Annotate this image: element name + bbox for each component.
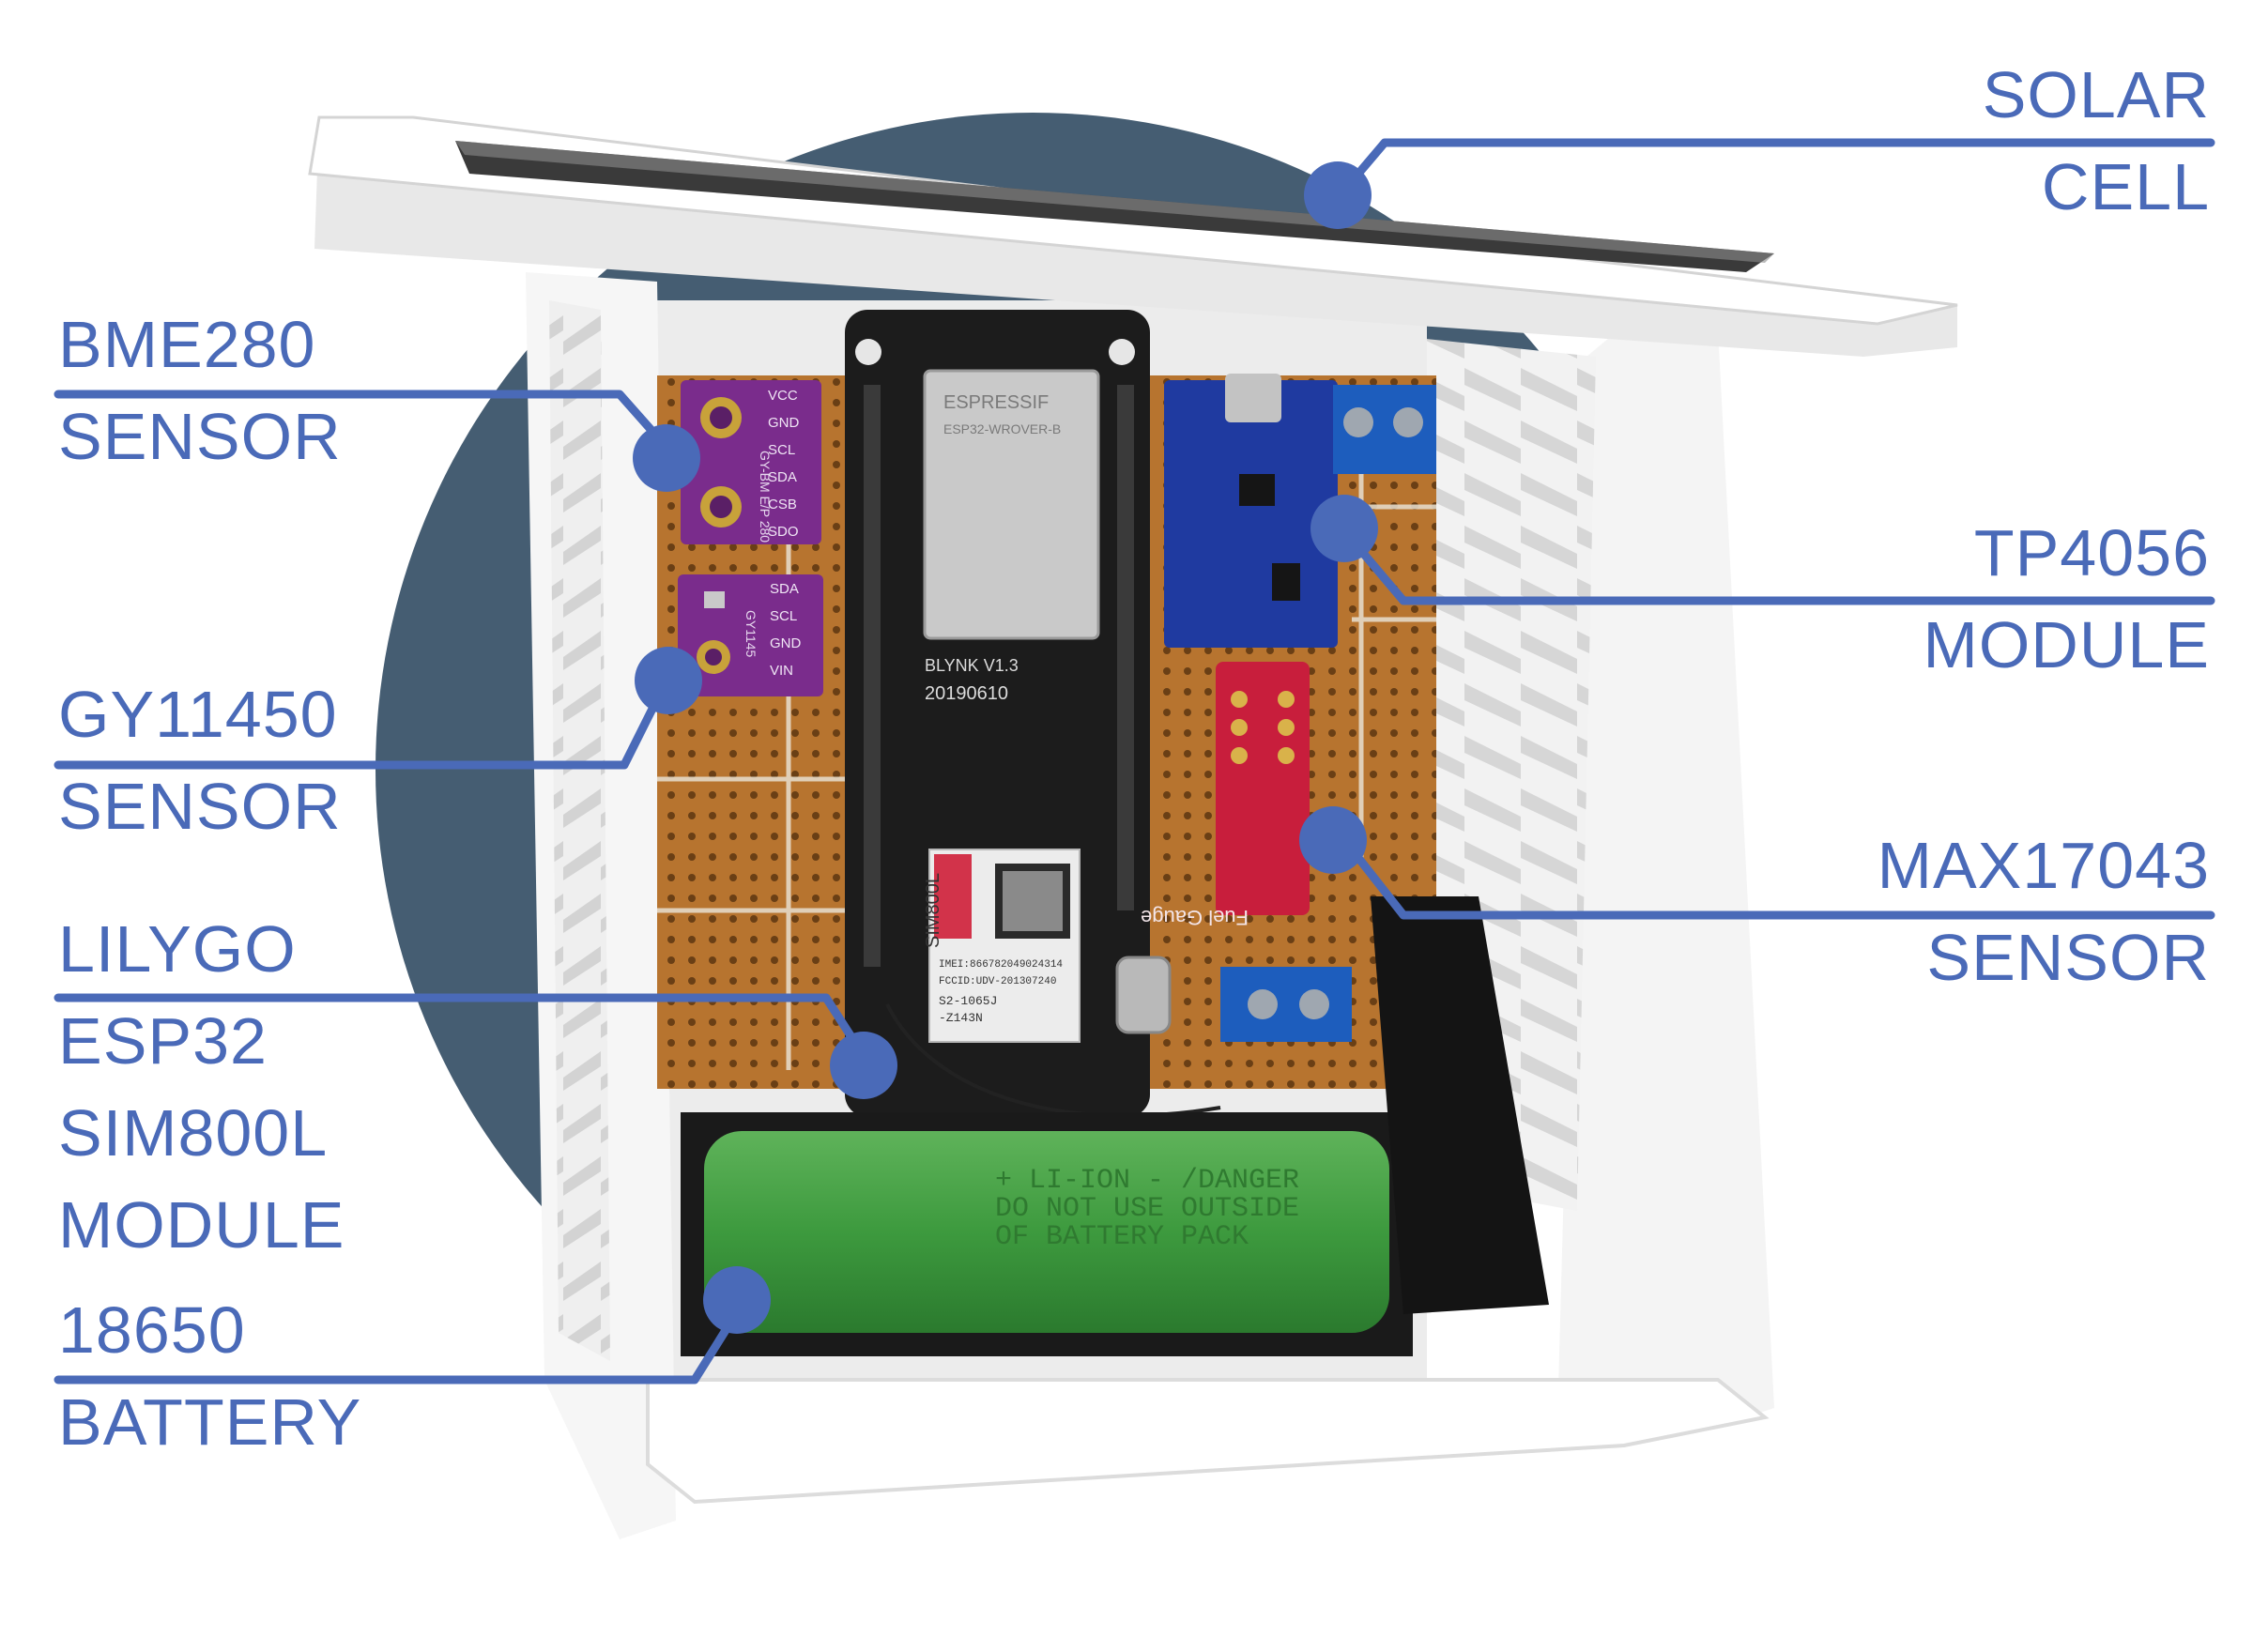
bme280-board: GY-BM E/P 280 VCC GND SCL SDA CSB SDO xyxy=(681,380,821,544)
label-line: MAX17043 xyxy=(1877,829,2210,902)
tp4056-board xyxy=(1164,374,1436,648)
esp32-brand-text: ESPRESSIF xyxy=(943,392,1049,413)
gy1145-pin-label: SCL xyxy=(770,608,797,624)
label-max17043: MAX17043 SENSOR xyxy=(1878,819,2210,1003)
battery-holder: + LI-ION - /DANGER DO NOT USE OUTSIDE OF… xyxy=(681,896,1549,1356)
sim800l-code2: -Z143N xyxy=(939,1011,983,1025)
blynk-text: BLYNK V1.3 xyxy=(925,656,1019,675)
esp32-module-shield xyxy=(923,369,1100,640)
battery-18650 xyxy=(704,1131,1389,1333)
bme280-pin-label: CSB xyxy=(768,497,797,512)
label-line: CELL xyxy=(2041,150,2210,223)
max17043-board: Fuel Gauge xyxy=(1141,662,1352,1042)
leader-dot-bme280 xyxy=(633,424,700,492)
screw-terminal-bottom xyxy=(1220,967,1352,1042)
lilygo-esp32-board: ESPRESSIF ESP32-WROVER-B BLYNK V1.3 2019… xyxy=(845,310,1221,1118)
leader-dot-battery xyxy=(703,1266,771,1334)
bme280-pin-label: SDO xyxy=(768,524,799,540)
bme280-pin-labels: VCC GND SCL SDA CSB SDO xyxy=(768,388,800,540)
bme280-pin-label: SCL xyxy=(768,442,795,458)
gy1145-pin-label: GND xyxy=(770,635,802,651)
sim800l-fcc: FCCID:UDV-201307240 xyxy=(939,976,1056,987)
leader-dot-solar-cell xyxy=(1304,161,1372,229)
gy1145-pin-label: VIN xyxy=(770,663,793,679)
label-line: SENSOR xyxy=(58,400,342,473)
gy1145-pin-labels: SDA SCL GND VIN xyxy=(770,581,802,679)
gy1145-board: GY1145 SDA SCL GND VIN xyxy=(678,574,823,696)
leader-line-tp4056 xyxy=(1347,535,2215,605)
label-line: SENSOR xyxy=(1926,921,2210,994)
leader-dot-max17043 xyxy=(1299,806,1367,874)
label-line: SENSOR xyxy=(58,770,342,843)
label-lilygo: LILYGO ESP32 SIM800L MODULE xyxy=(58,903,345,1271)
bme280-pin-label: GND xyxy=(768,415,800,431)
bme280-pin-label: VCC xyxy=(768,388,798,404)
sim800l-imei: IMEI:866782049024314 xyxy=(939,959,1063,971)
board-date-text: 20190610 xyxy=(925,683,1008,704)
leader-line-max17043 xyxy=(1347,845,2215,920)
label-line: SIM800L xyxy=(58,1096,329,1170)
header-pins-left xyxy=(864,385,881,967)
battery-holder-clip xyxy=(1371,896,1549,1314)
label-line: MODULE xyxy=(1923,608,2210,681)
gy1145-pin-label: SDA xyxy=(770,581,799,597)
label-bme280: BME280 SENSOR xyxy=(58,298,342,482)
label-battery: 18650 BATTERY xyxy=(58,1284,361,1468)
label-line: GY11450 xyxy=(58,678,338,751)
battery-text-2: DO NOT USE OUTSIDE xyxy=(995,1193,1299,1225)
esp32-model-text: ESP32-WROVER-B xyxy=(943,421,1061,436)
bme280-pin-label: SDA xyxy=(768,469,797,485)
label-line: LILYGO xyxy=(58,912,297,986)
label-line: SOLAR xyxy=(1982,58,2210,131)
sim800l-code: S2-1065J xyxy=(939,994,997,1008)
leader-dot-tp4056 xyxy=(1310,495,1378,562)
label-line: 18650 xyxy=(58,1293,246,1367)
leader-dot-gy11450 xyxy=(635,647,702,714)
usb-c-port xyxy=(1115,956,1172,1034)
fuel-gauge-text: Fuel Gauge xyxy=(1141,906,1249,929)
enclosure-bottom-rim xyxy=(646,1378,1770,1505)
label-line: TP4056 xyxy=(1973,516,2210,589)
label-tp4056: TP4056 MODULE xyxy=(1923,507,2210,691)
label-solar-cell: SOLAR CELL xyxy=(1983,49,2210,233)
gy1145-board-id: GY1145 xyxy=(743,610,759,658)
enclosure-left-vents xyxy=(549,300,610,1361)
label-line: BATTERY xyxy=(58,1385,362,1459)
battery-text-3: OF BATTERY PACK xyxy=(995,1221,1249,1253)
bme280-board-id: GY-BM E/P 280 xyxy=(758,451,773,543)
micro-usb-port xyxy=(1225,374,1281,422)
label-line: BME280 xyxy=(58,308,316,381)
label-gy11450: GY11450 SENSOR xyxy=(58,668,342,852)
roof xyxy=(308,115,1958,357)
header-pins-right xyxy=(1117,385,1134,910)
leader-dot-lilygo xyxy=(830,1032,897,1099)
battery-text-1: + LI-ION - /DANGER xyxy=(995,1165,1299,1197)
label-line: MODULE xyxy=(58,1188,345,1262)
label-line: ESP32 xyxy=(58,1004,268,1078)
sim800l-name: SIM800L xyxy=(923,873,943,948)
leader-dots xyxy=(633,161,1378,1334)
